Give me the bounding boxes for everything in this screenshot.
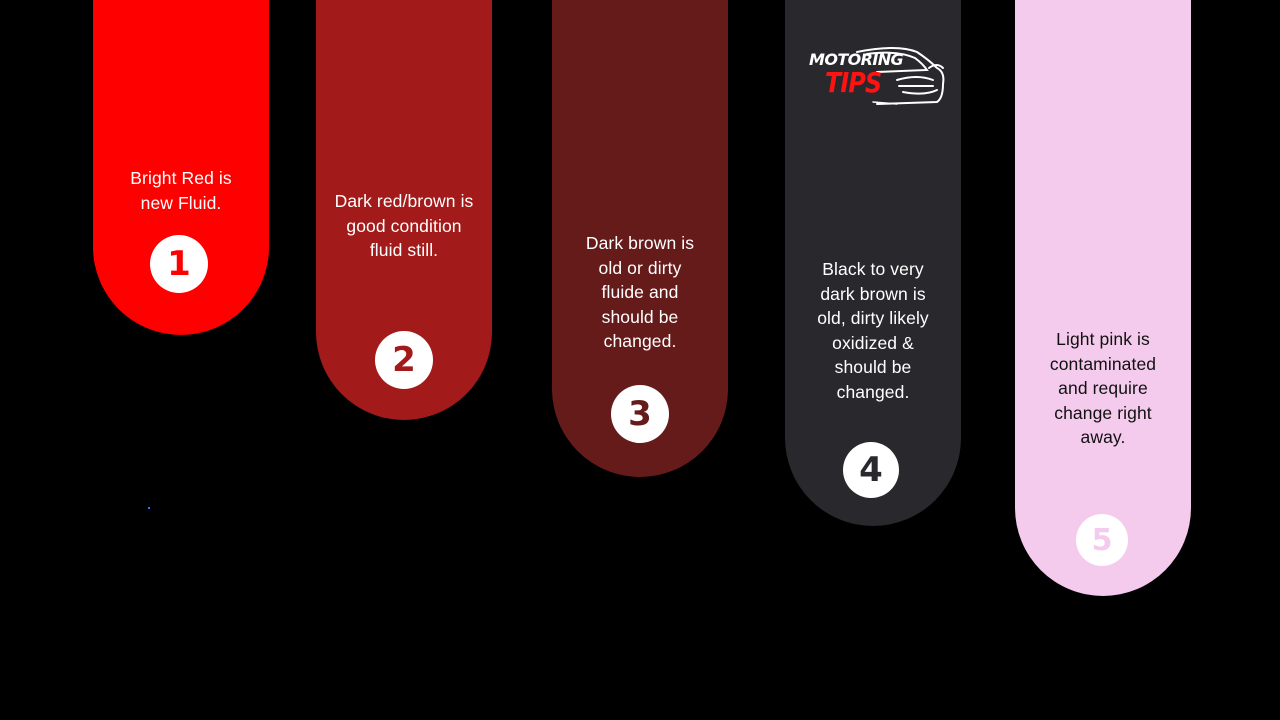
step-1-pill: Bright Red is new Fluid. 1	[93, 0, 269, 335]
step-1-text: Bright Red is new Fluid.	[130, 168, 232, 213]
car-outline-icon	[856, 47, 945, 105]
step-3-pill: Dark brown is old or dirty fluide and sh…	[552, 0, 728, 477]
logo-line-2: TIPS	[825, 66, 882, 99]
step-3-text: Dark brown is old or dirty fluide and sh…	[585, 233, 695, 351]
step-4-pill: MOTORING TIPS Black to very dark brown i…	[785, 0, 961, 526]
step-4-text: Black to very dark brown is old, dirty l…	[817, 259, 929, 402]
motoring-tips-logo: MOTORING TIPS	[807, 44, 947, 108]
step-3-number-badge: 3	[611, 385, 669, 443]
step-2-pill: Dark red/brown is good condition fluid s…	[316, 0, 492, 420]
step-2-text: Dark red/brown is good condition fluid s…	[334, 191, 474, 260]
step-5-text: Light pink is contaminated and require c…	[1049, 329, 1157, 447]
step-5-number-badge: 5	[1076, 514, 1128, 566]
step-1-number-badge: 1	[150, 235, 208, 293]
step-2-number-badge: 2	[375, 331, 433, 389]
stray-dot	[148, 507, 150, 509]
step-5-pill: Light pink is contaminated and require c…	[1015, 0, 1191, 596]
logo-line-1: MOTORING	[809, 50, 904, 69]
step-4-number-badge: 4	[843, 442, 899, 498]
